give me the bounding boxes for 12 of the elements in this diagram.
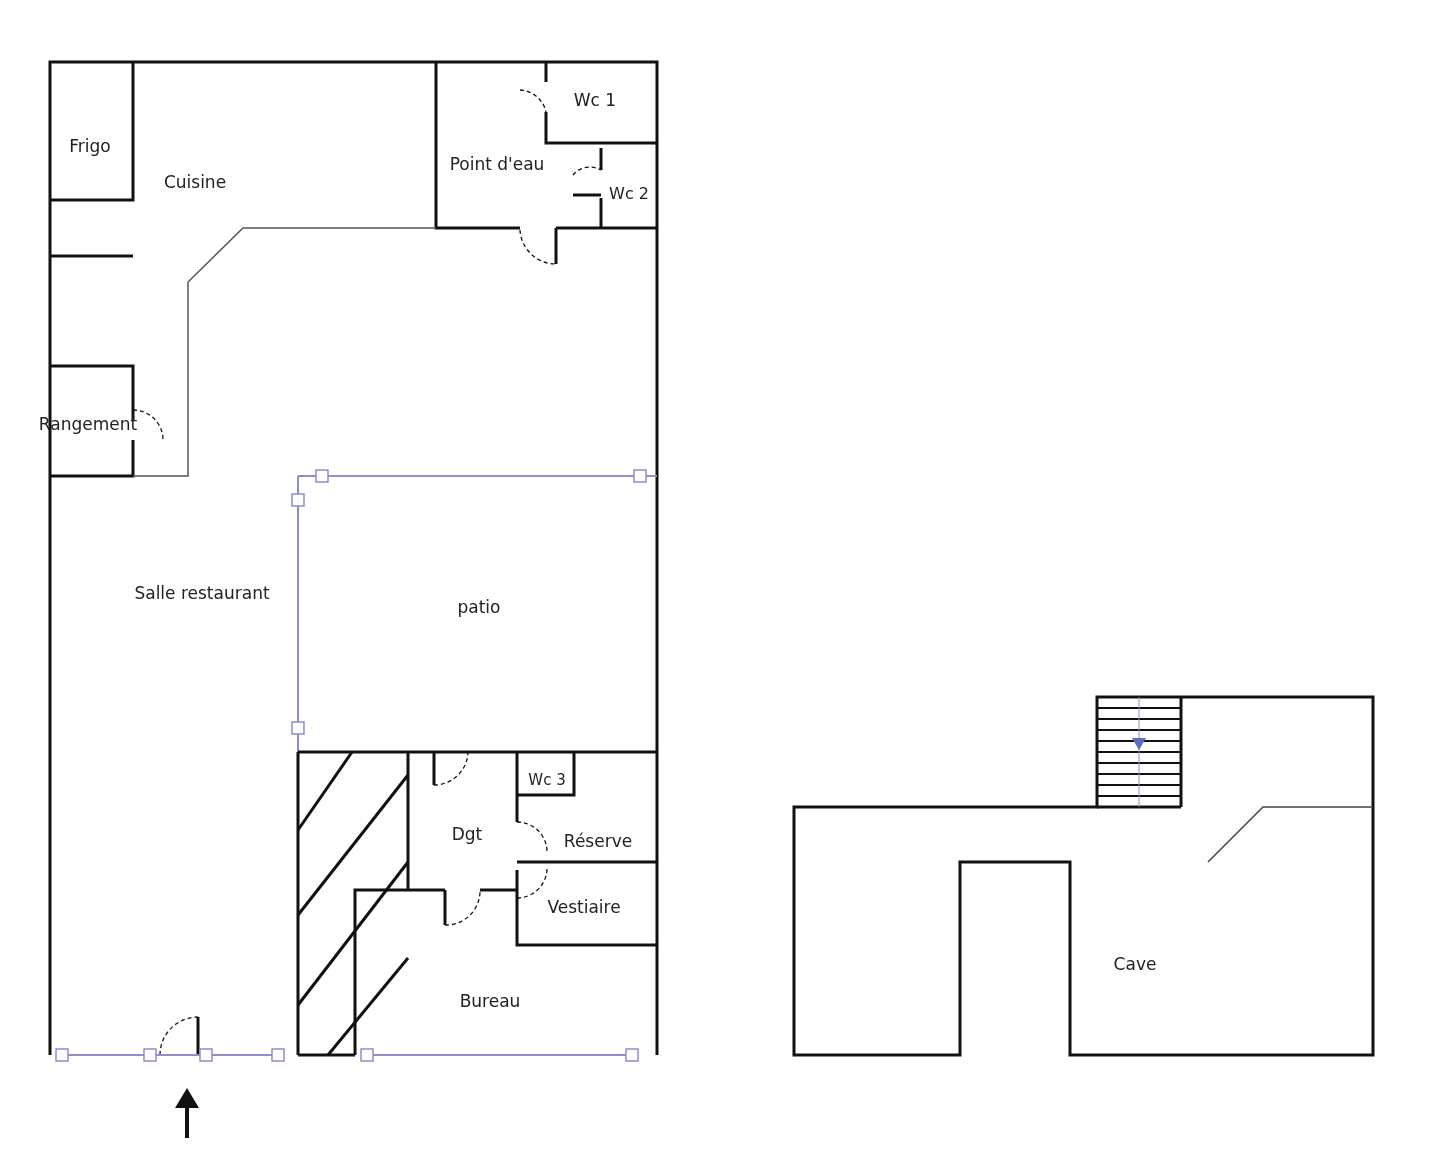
room-label: Wc 2 [609,185,649,203]
room-label: patio [457,597,501,617]
room-label: Wc 1 [573,90,617,110]
room-label: Cave [1113,954,1157,974]
room-label: Point d'eau [449,154,545,174]
room-label: Salle restaurant [134,583,270,603]
room-label: Bureau [459,991,521,1011]
room-label: Réserve [563,831,633,851]
room-label: Dgt [451,824,483,844]
room-label: Cuisine [163,172,227,192]
room-label: Vestiaire [547,897,621,917]
room-label: Frigo [69,136,111,156]
